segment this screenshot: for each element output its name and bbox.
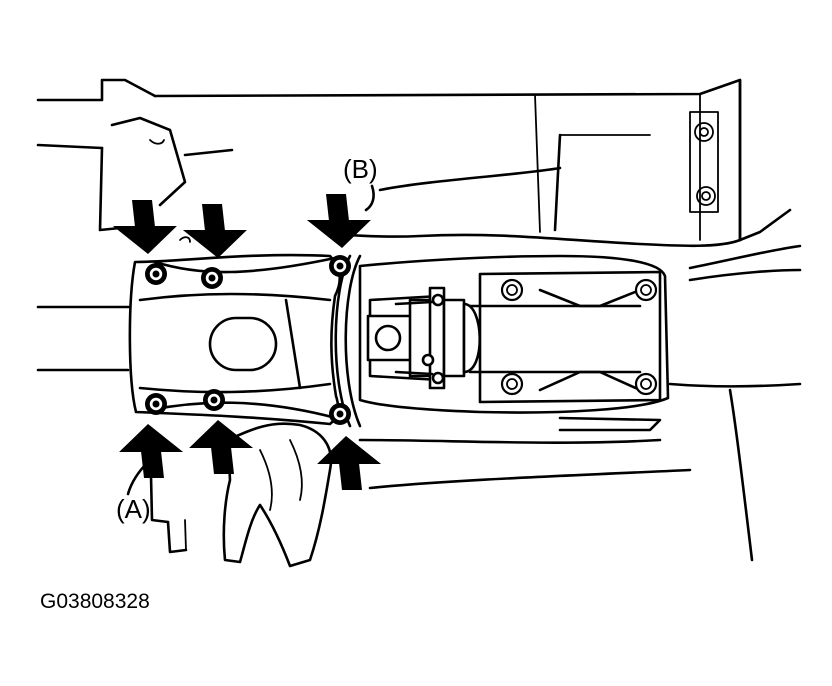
label-a: (A) <box>116 494 151 524</box>
housing-bolt <box>634 278 658 302</box>
body-bolt-upper <box>694 122 714 142</box>
arrow-bottom-right <box>317 436 382 490</box>
cover-nut <box>329 403 351 425</box>
universal-joint <box>366 286 481 390</box>
cover-plate-nuts <box>145 255 351 425</box>
cloth-shape <box>222 422 333 568</box>
arrow-bottom-left <box>119 424 184 478</box>
arrow-top-middle <box>182 204 247 258</box>
cover-nut <box>329 255 351 277</box>
cover-nut <box>201 267 223 289</box>
cover-nut <box>145 263 167 285</box>
label-b-leader <box>364 184 375 212</box>
housing-bolt <box>634 372 658 396</box>
arrow-top-left <box>112 200 177 254</box>
pointer-arrows <box>112 194 382 490</box>
cover-plate <box>128 236 341 426</box>
label-a-leader <box>126 460 150 496</box>
label-b: (B) <box>343 154 378 184</box>
body-bracket <box>689 111 719 213</box>
access-hole <box>208 316 278 372</box>
housing-bolt <box>500 278 524 302</box>
arrow-top-right <box>306 194 371 248</box>
figure-code: G03808328 <box>40 590 150 613</box>
vehicle-body-outline <box>36 78 802 562</box>
arrow-bottom-middle <box>189 420 254 474</box>
transmission-bolts <box>500 278 658 396</box>
body-bolt-lower <box>696 186 716 206</box>
housing-bolt <box>500 372 524 396</box>
cover-nut <box>203 389 225 411</box>
cover-nut <box>145 393 167 415</box>
